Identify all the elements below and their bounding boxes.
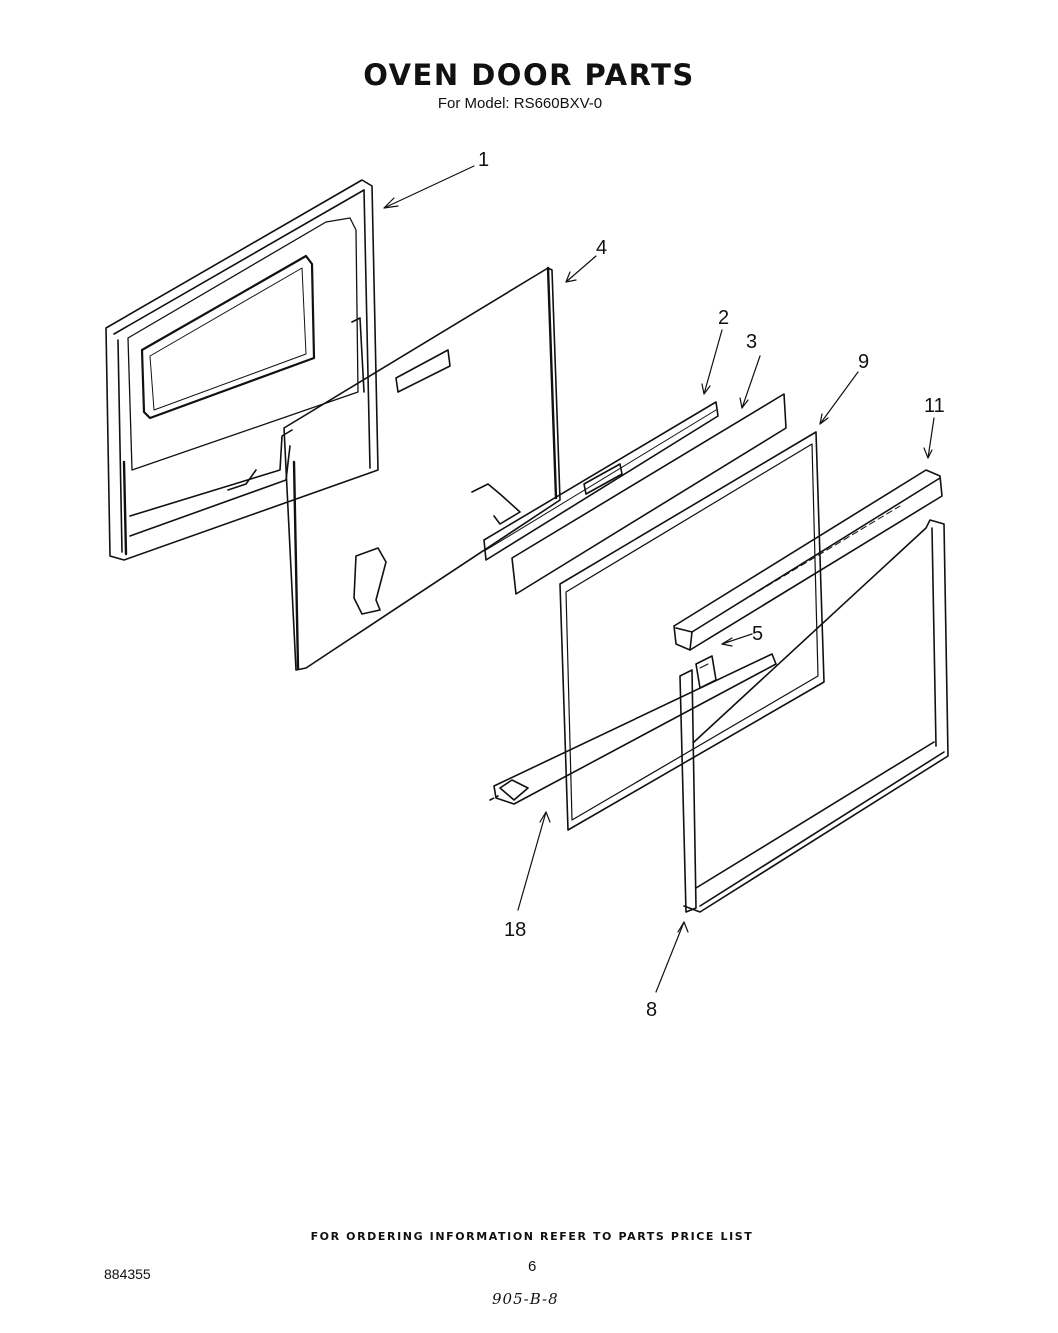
callout-labels: 1 4 2 3 9 11 5 18 8	[478, 149, 945, 1021]
part-4-inner-panel	[283, 266, 623, 671]
callout-4: 4	[596, 237, 607, 259]
part-11-top-trim	[673, 469, 943, 651]
part-2-deflector-strip	[483, 401, 719, 561]
leader-lines	[383, 165, 935, 993]
handwritten-note: 905-B-8	[492, 1290, 559, 1308]
part-18-bottom-rail	[489, 653, 777, 805]
callout-3: 3	[746, 331, 757, 353]
part-9-glass-panel	[559, 431, 825, 831]
callout-5: 5	[752, 623, 763, 645]
callout-2: 2	[718, 307, 729, 329]
part-8-outer-frame	[679, 519, 949, 913]
part-5-hinge-bracket	[695, 655, 717, 689]
part-3-insulation-strip	[511, 393, 787, 595]
arrowhead	[383, 197, 399, 209]
callout-11: 11	[924, 395, 945, 417]
callout-18: 18	[504, 919, 526, 941]
part-1-outer-door-panel	[105, 179, 379, 561]
model-subtitle: For Model: RS660BXV-0	[437, 95, 603, 112]
ordering-note: FOR ORDERING INFORMATION REFER TO PARTS …	[310, 1230, 754, 1243]
callout-1: 1	[478, 149, 489, 171]
callout-9: 9	[858, 351, 869, 373]
page-number: 6	[528, 1258, 537, 1275]
callout-8: 8	[646, 999, 657, 1021]
document-number: 884355	[104, 1266, 151, 1282]
page-title: OVEN DOOR PARTS	[363, 58, 695, 92]
